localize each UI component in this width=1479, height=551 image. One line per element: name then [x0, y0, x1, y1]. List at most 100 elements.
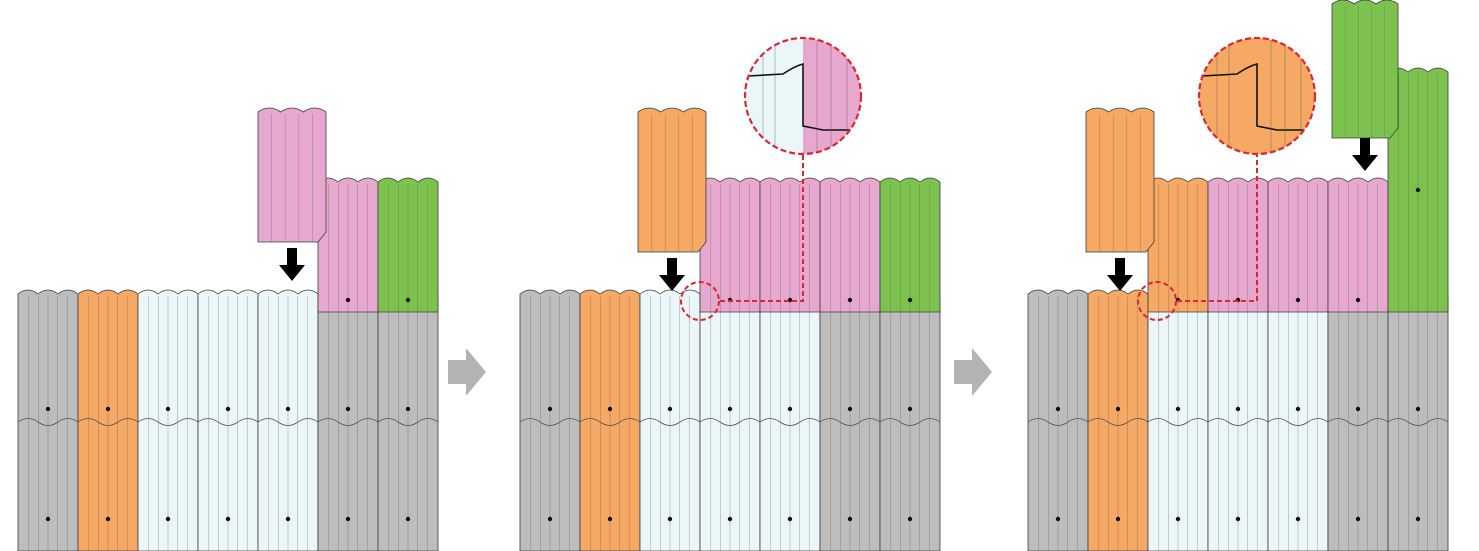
panel-column-2-fastener	[607, 406, 613, 412]
panel-column-7	[377, 289, 439, 551]
incoming-panel	[1085, 107, 1155, 253]
panel-column-3	[1147, 289, 1209, 551]
panel-column-4-fastener	[1235, 406, 1241, 412]
panel-column-5-fastener	[1295, 516, 1301, 522]
panel-column-4	[197, 289, 259, 551]
panel-column-4-fastener	[727, 516, 733, 522]
zoom-detail	[1199, 38, 1315, 154]
panel-column-6-overlap	[317, 418, 379, 426]
step-2	[519, 107, 941, 551]
panel-column-3	[639, 289, 701, 551]
panel-column-6	[1327, 289, 1389, 551]
down-arrow-icon	[1352, 138, 1378, 171]
panel-column-4-fastener	[1235, 516, 1241, 522]
panel-column-1-overlap	[17, 418, 79, 426]
incoming-panel	[637, 107, 707, 253]
zoom-seam-line	[1201, 62, 1312, 131]
panel-column-6-overlap	[819, 418, 881, 426]
upper-panel-1	[1147, 177, 1209, 313]
upper-panel-2	[377, 177, 439, 313]
panel-column-6-fastener	[1355, 516, 1361, 522]
panel-column-2-fastener	[105, 516, 111, 522]
panel-column-1-overlap	[519, 418, 581, 426]
upper-panel-2	[1207, 177, 1269, 313]
upper-panel-1-fastener	[345, 297, 351, 303]
panel-column-1	[1027, 289, 1089, 551]
panel-column-7-fastener	[907, 406, 913, 412]
zoom-detail	[745, 38, 861, 154]
panel-column-7	[1387, 289, 1449, 551]
panel-column-2	[579, 289, 641, 551]
zoom-seam-line	[747, 62, 858, 131]
incoming-panel	[257, 107, 327, 243]
upper-panel-4-fastener	[907, 297, 913, 303]
panel-column-6-fastener	[1355, 406, 1361, 412]
panel-column-1	[17, 289, 79, 551]
panel-column-4-overlap	[699, 418, 761, 426]
panel-column-3-overlap	[137, 418, 199, 426]
panel-column-6-fastener	[345, 406, 351, 412]
upper-panel-2-fastener	[405, 297, 411, 303]
down-arrow-shaft	[667, 258, 677, 276]
panel-column-2-overlap	[1087, 418, 1149, 426]
upper-panel-1	[317, 177, 379, 313]
panel-column-2-fastener	[607, 516, 613, 522]
incoming-panel-body	[257, 107, 327, 243]
panel-column-3-fastener	[667, 516, 673, 522]
down-arrow-icon	[1107, 258, 1133, 291]
upper-panel-2	[759, 177, 821, 313]
panel-column-6-fastener	[345, 516, 351, 522]
panel-column-1-fastener	[45, 516, 51, 522]
panel-column-5	[257, 289, 319, 551]
down-arrow-head	[1352, 155, 1378, 171]
zoom-right-panel	[1257, 38, 1315, 154]
panel-column-3-fastener	[1175, 516, 1181, 522]
incoming-panel-green	[1331, 0, 1399, 139]
zoom-leader-line	[720, 154, 804, 302]
step-3	[1027, 67, 1449, 551]
incoming-panel-green-body	[1331, 0, 1399, 139]
panel-column-5	[759, 289, 821, 551]
panel-column-1	[519, 289, 581, 551]
upper-panel-3	[1267, 177, 1329, 313]
incoming-panel-body	[1085, 107, 1155, 253]
upper-panel-1	[699, 177, 761, 313]
panel-column-5-overlap	[759, 418, 821, 426]
upper-panel-3	[819, 177, 881, 313]
panel-column-4-fastener	[225, 406, 231, 412]
panel-column-3	[137, 289, 199, 551]
upper-panel-5-fastener	[1415, 187, 1421, 193]
upper-panel-3-fastener	[847, 297, 853, 303]
panel-column-5	[1267, 289, 1329, 551]
down-arrow-shaft	[1360, 138, 1370, 156]
panel-column-7-overlap	[377, 418, 439, 426]
zoom-left-panel	[1199, 38, 1257, 154]
panel-column-5-fastener	[1295, 406, 1301, 412]
step-1	[17, 107, 439, 551]
zoom-target-circle	[1137, 281, 1177, 321]
panel-column-7-overlap	[879, 418, 941, 426]
panel-column-7-fastener	[907, 516, 913, 522]
panel-column-1-fastener	[547, 406, 553, 412]
zoom-leader-line	[1177, 154, 1258, 302]
panel-column-3-fastener	[165, 406, 171, 412]
upper-panel-3-fastener	[1295, 297, 1301, 303]
panel-column-7-fastener	[1415, 406, 1421, 412]
panel-column-2-overlap	[77, 418, 139, 426]
zoom-target-circle	[680, 281, 720, 321]
panel-column-7	[879, 289, 941, 551]
panel-column-5-overlap	[257, 418, 319, 426]
panel-column-7-overlap	[1387, 418, 1449, 426]
right-arrow-icon	[448, 348, 486, 396]
panel-column-4-fastener	[225, 516, 231, 522]
zoom-left-panel	[745, 38, 803, 154]
panel-column-3-fastener	[667, 406, 673, 412]
panel-column-4-overlap	[197, 418, 259, 426]
down-arrow-shaft	[1115, 258, 1125, 276]
panel-column-3-overlap	[639, 418, 701, 426]
panel-column-6	[819, 289, 881, 551]
panel-column-4	[699, 289, 761, 551]
zoom-circle-icon	[1197, 36, 1317, 156]
